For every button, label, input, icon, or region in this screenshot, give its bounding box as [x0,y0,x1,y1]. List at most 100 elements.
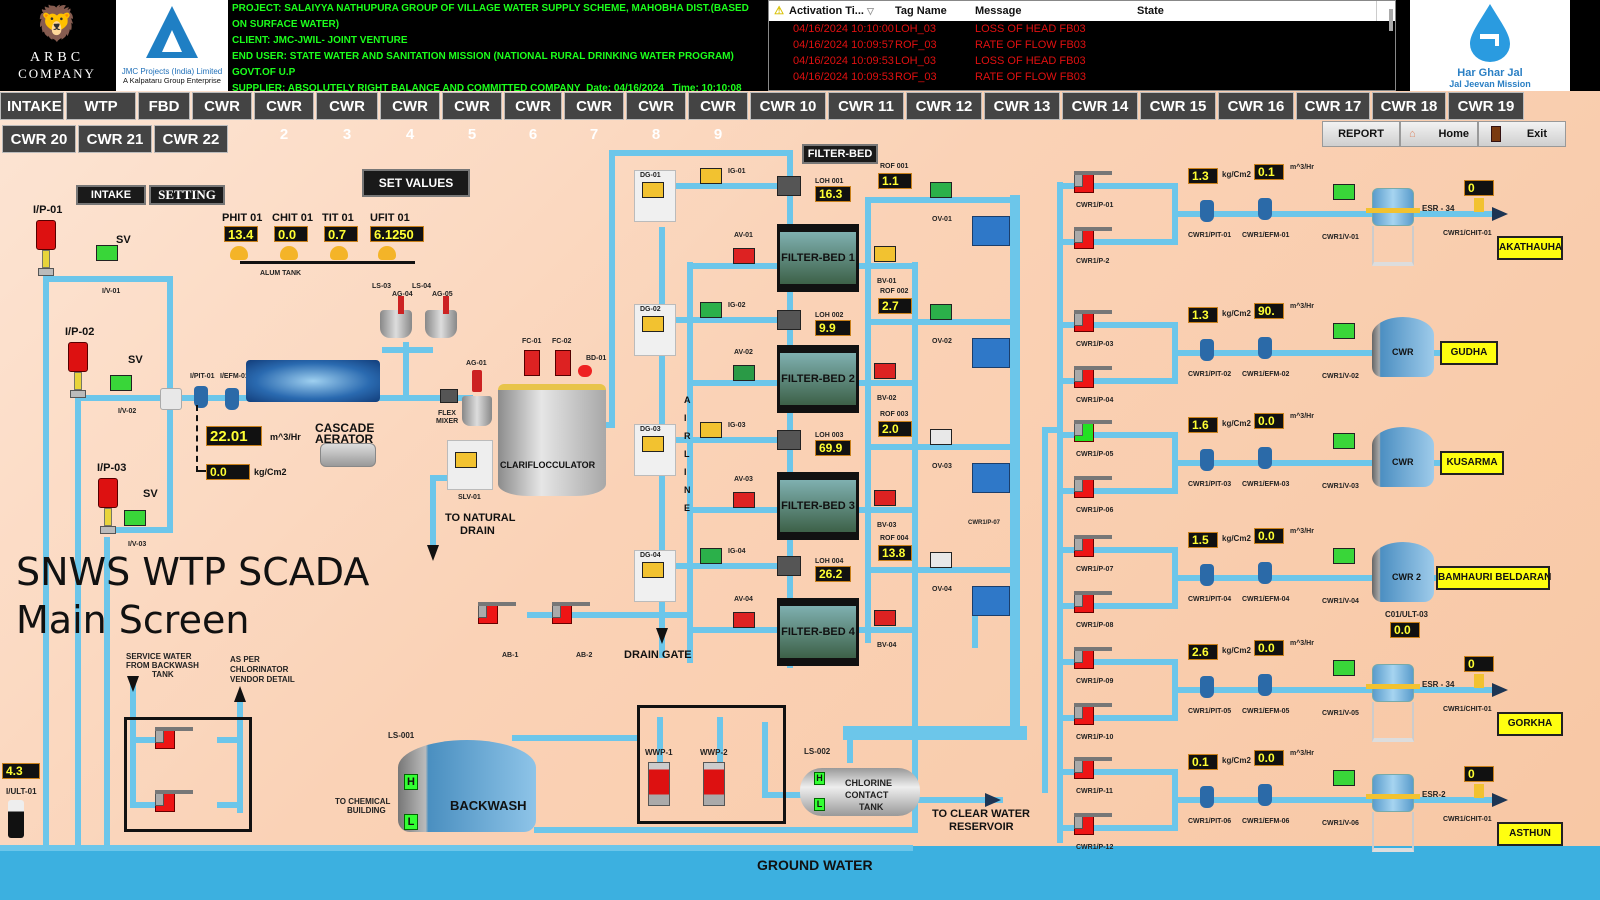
tab-cwr3[interactable]: CWR 3 [316,92,378,143]
tab-cwr16[interactable]: CWR 16 [1218,92,1294,120]
tab-cwr1[interactable]: CWR 1 [192,92,252,143]
tab-cwr19[interactable]: CWR 19 [1448,92,1524,120]
cwr-pump[interactable] [1074,476,1118,506]
efm-label: I/EFM-01 [220,373,249,380]
cwr-pump[interactable] [1074,310,1118,340]
cwr-pump[interactable] [1074,813,1118,843]
column-activation-time[interactable]: Activation Ti... ▽ [789,5,874,17]
scrollbar[interactable] [1389,9,1393,31]
tab-cwr18[interactable]: CWR 18 [1372,92,1446,120]
tab-cwr20[interactable]: CWR 20 [2,125,76,153]
air-valve[interactable] [733,612,759,644]
cwr-pump[interactable] [1074,703,1118,733]
pit-label: CWR1/PIT-03 [1188,481,1232,488]
inlet-gate-valve[interactable] [700,302,726,334]
wash-water-pump-2[interactable] [703,762,725,806]
flow-meter-icon [1258,562,1272,584]
alarm-table[interactable]: ⚠ Activation Ti... ▽ Tag Name Message St… [768,0,1396,91]
cwr-pump[interactable] [1074,366,1118,396]
cwr-pump[interactable] [1074,227,1118,257]
tab-wtp[interactable]: WTP [66,92,136,120]
tab-cwr7[interactable]: CWR 7 [564,92,624,143]
wash-water-pump-1[interactable] [648,762,670,806]
drain-gate-valve[interactable] [642,182,668,214]
tab-cwr14[interactable]: CWR 14 [1062,92,1138,120]
intake-button[interactable]: INTAKE [76,185,146,205]
tab-cwr15[interactable]: CWR 15 [1140,92,1216,120]
tab-cwr4[interactable]: CWR 4 [380,92,440,143]
cwr-outlet-valve[interactable] [1333,660,1359,692]
tab-cwr5[interactable]: CWR 5 [442,92,502,143]
cwr-outlet-valve[interactable] [1333,770,1359,802]
backwash-valve[interactable] [874,610,900,642]
cwr-pump[interactable] [1074,647,1118,677]
drain-gate-valve[interactable] [642,436,668,468]
air-valve[interactable] [733,365,759,397]
inlet-gate-valve[interactable] [700,422,726,454]
report-button[interactable]: REPORT [1322,121,1400,147]
tab-cwr21[interactable]: CWR 21 [78,125,152,153]
drain-gate-valve[interactable] [642,562,668,594]
tab-cwr22[interactable]: CWR 22 [154,125,228,153]
pump-label: CWR1/P-05 [1076,451,1114,458]
air-blower-2[interactable] [552,602,596,632]
cwr-pump[interactable] [1074,591,1118,621]
column-message[interactable]: Message [975,5,1022,17]
inlet-gate-valve[interactable] [700,168,726,200]
tab-cwr6[interactable]: CWR 6 [504,92,562,143]
tab-intake[interactable]: INTAKE [0,92,64,120]
outlet-valve[interactable] [930,182,956,214]
intake-valve-2[interactable] [110,375,136,407]
air-blower-1[interactable] [478,602,522,632]
intake-pump-1[interactable] [36,220,56,280]
cwr-outlet-valve[interactable] [1333,323,1359,355]
tab-cwr2[interactable]: CWR 2 [254,92,314,143]
booster-pump-2[interactable] [155,790,199,820]
outlet-valve[interactable] [930,304,956,336]
cwr-pump[interactable] [1074,535,1118,565]
cwr-pump[interactable] [1074,757,1118,787]
sort-icon[interactable]: ▽ [867,6,874,16]
set-values-button[interactable]: SET VALUES [362,169,470,197]
instrument-readout: 6.1250 [370,226,424,242]
outlet-valve[interactable] [930,429,956,461]
column-state[interactable]: State [1137,1,1377,21]
tab-cwr12[interactable]: CWR 12 [906,92,982,120]
outlet-valve[interactable] [930,552,956,584]
exit-button[interactable]: Exit [1478,121,1566,147]
column-tag-name[interactable]: Tag Name [895,5,947,17]
tab-cwr9[interactable]: CWR 9 [688,92,748,143]
air-valve[interactable] [733,248,759,280]
cwr-pump[interactable] [1074,420,1118,450]
air-valve[interactable] [733,492,759,524]
tab-cwr8[interactable]: CWR 8 [626,92,686,143]
cwr-outlet-valve[interactable] [1333,548,1359,580]
jmc-tagline: A Kalpataru Group Enterprise [123,76,221,85]
tab-cwr13[interactable]: CWR 13 [984,92,1060,120]
tab-fbd[interactable]: FBD [138,92,190,120]
pump-base [1074,476,1112,480]
intake-pump-2[interactable] [68,342,88,402]
tab-cwr17[interactable]: CWR 17 [1296,92,1370,120]
backwash-valve[interactable] [874,363,900,395]
cwr-pump[interactable] [1074,171,1118,201]
tab-cwr11[interactable]: CWR 11 [828,92,904,120]
sludge-valve[interactable] [455,452,481,484]
intake-pump-3[interactable] [98,478,118,538]
intake-valve-1[interactable] [96,245,122,277]
setting-button[interactable]: SETTING [149,185,225,205]
home-button[interactable]: ⌂Home [1400,121,1478,147]
drain-gate-valve[interactable] [642,316,668,348]
cwr-outlet-valve[interactable] [1333,433,1359,465]
backwash-valve[interactable] [874,490,900,522]
booster-pump-1[interactable] [155,727,199,757]
intake-valve-3[interactable] [124,510,150,542]
cwr-outlet-valve[interactable] [1333,184,1359,216]
backwash-valve[interactable] [874,246,900,278]
inlet-gate-valve[interactable] [700,548,726,580]
tab-cwr10[interactable]: CWR 10 [750,92,826,120]
